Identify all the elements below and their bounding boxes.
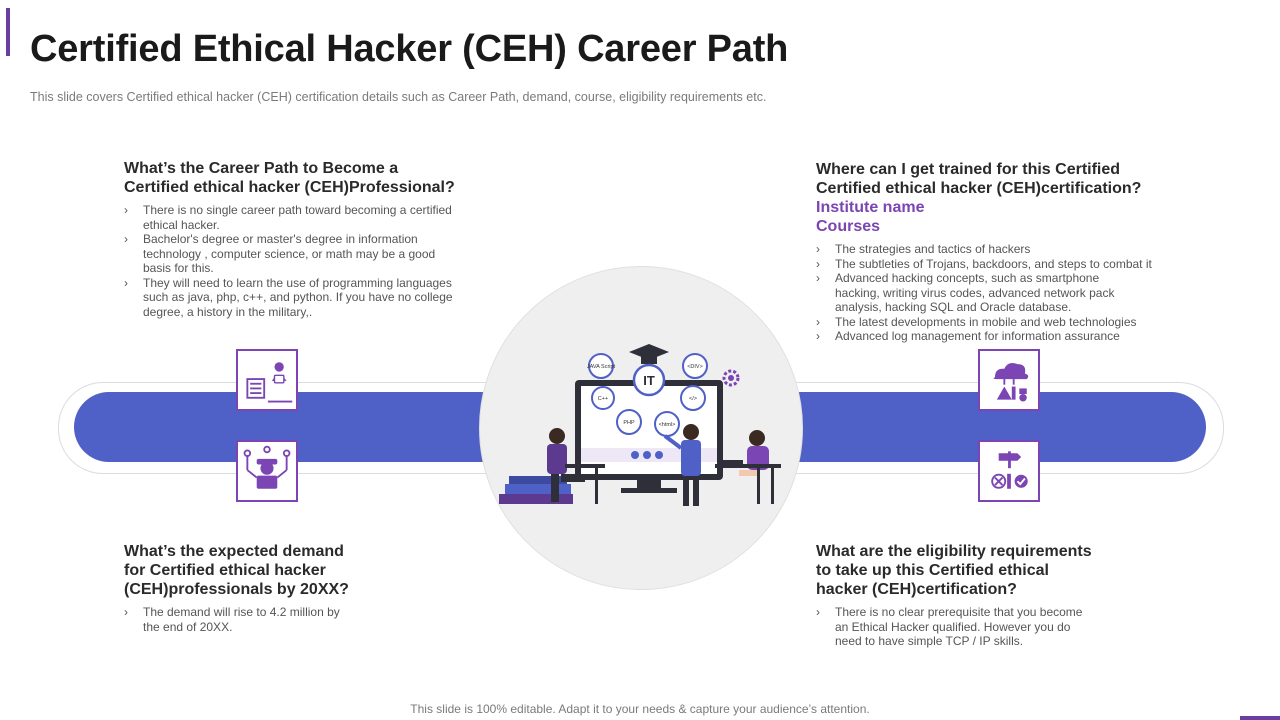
career-path-heading: What’s the Career Path to Become a Certi… xyxy=(124,160,455,196)
signpost-checklist-icon xyxy=(978,440,1040,502)
hacker-network-icon xyxy=(236,440,298,502)
bubble-cpp-label: C++ xyxy=(598,396,608,402)
corner-accent-line xyxy=(1240,716,1280,720)
list-item: ›The demand will rise to 4.2 million by … xyxy=(124,605,340,634)
teacher xyxy=(683,424,699,440)
bubble-php-label: PHP xyxy=(623,420,635,426)
eligibility-heading: What are the eligibility requirements to… xyxy=(816,543,1092,598)
bubble-java-label: JAVA Script xyxy=(587,364,616,370)
page-subtitle: This slide covers Certified ethical hack… xyxy=(30,90,767,104)
cloud-training-icon xyxy=(978,349,1040,411)
graduation-cap-icon xyxy=(629,344,669,360)
list-item: ›The strategies and tactics of hackers xyxy=(816,242,1031,256)
career-path-section: What’s the Career Path to Become a Certi… xyxy=(124,159,464,319)
title-accent-bar xyxy=(6,8,10,56)
bubble-div-label: <DIV> xyxy=(687,364,703,370)
list-item: ›Bachelor's degree or master's degree in… xyxy=(124,232,436,275)
student-left xyxy=(549,428,565,444)
it-label: IT xyxy=(643,373,655,388)
bubble-code-label: </> xyxy=(689,396,697,402)
list-item: ›Advanced log management for information… xyxy=(816,329,1120,343)
eligibility-section: What are the eligibility requirements to… xyxy=(816,542,1116,649)
training-section: Where can I get trained for this Certifi… xyxy=(816,160,1166,344)
bubble-php xyxy=(616,409,642,435)
page-title: Certified Ethical Hacker (CEH) Career Pa… xyxy=(30,28,789,70)
bubble-cpp xyxy=(591,386,615,410)
demand-list: ›The demand will rise to 4.2 million by … xyxy=(124,605,354,634)
books-icon xyxy=(499,494,573,504)
bubble-div xyxy=(682,353,708,379)
list-item: ›They will need to learn the use of prog… xyxy=(124,275,453,319)
demand-section: What’s the expected demand for Certified… xyxy=(124,542,384,634)
it-classroom-illustration: IT JAVA Script C++ PHP <html> <DIV> </> xyxy=(499,344,781,506)
hacker-laptop-icon xyxy=(236,349,298,411)
list-item: ›There is no clear prerequisite that you… xyxy=(816,605,1083,648)
eligibility-list: ›There is no clear prerequisite that you… xyxy=(816,605,1096,649)
institute-name: Institute name xyxy=(816,199,925,216)
footer-note: This slide is 100% editable. Adapt it to… xyxy=(410,702,870,716)
bubble-html-label: <html> xyxy=(659,422,676,428)
courses-label: Courses xyxy=(816,218,881,235)
demand-heading: What’s the expected demand for Certified… xyxy=(124,543,349,598)
career-path-list: ›There is no single career path toward b… xyxy=(124,203,464,319)
student-right xyxy=(749,430,765,446)
list-item: ›There is no single career path toward b… xyxy=(124,203,452,232)
bubble-code xyxy=(680,385,706,411)
list-item: ›Advanced hacking concepts, such as smar… xyxy=(816,271,1115,314)
training-list: ›The strategies and tactics of hackers ›… xyxy=(816,242,1166,344)
gear-icon xyxy=(722,369,740,387)
bubble-java xyxy=(588,353,614,379)
list-item: ›The subtleties of Trojans, backdoors, a… xyxy=(816,256,1152,271)
training-heading: Where can I get trained for this Certifi… xyxy=(816,161,1142,197)
list-item: ›The latest developments in mobile and w… xyxy=(816,314,1137,329)
